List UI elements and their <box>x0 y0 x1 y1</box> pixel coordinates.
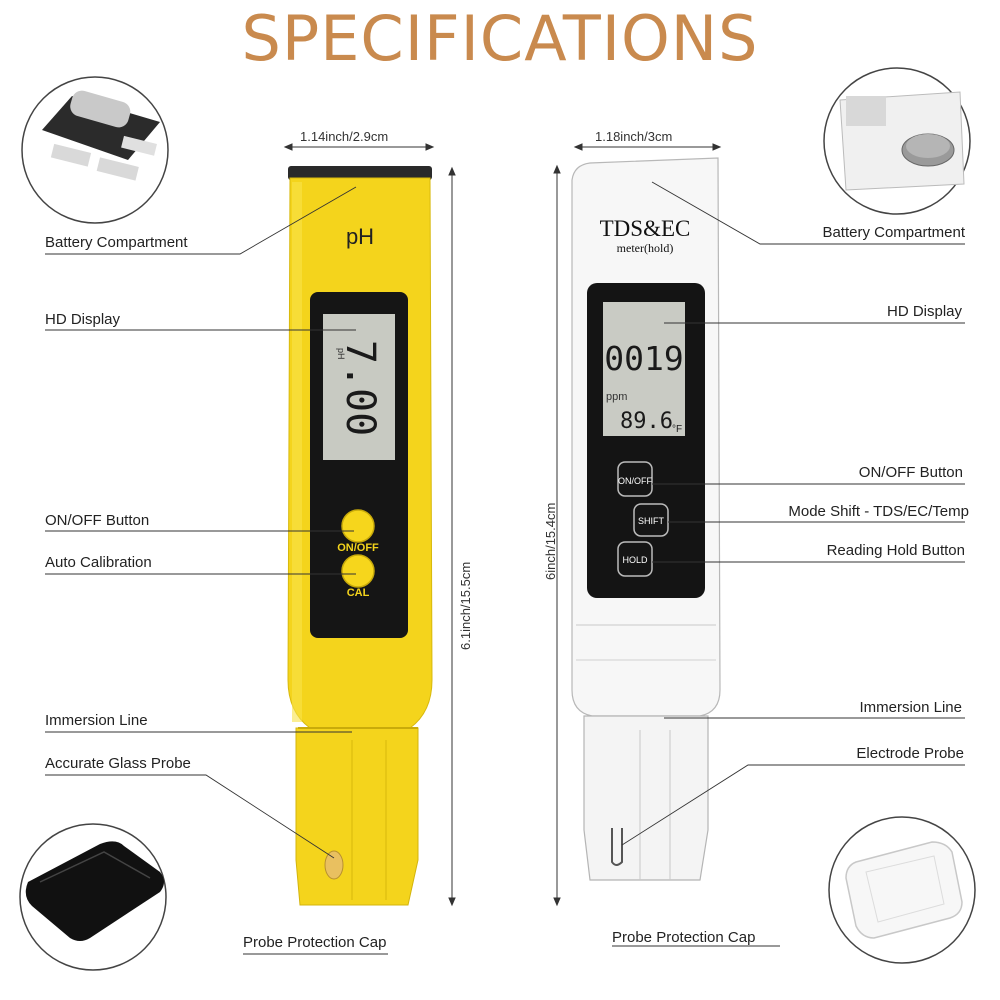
battery-compartment-inset <box>823 67 971 215</box>
tds-lcd-temp-unit: °F <box>672 424 682 435</box>
tds-shift-button-label: SHIFT <box>638 516 665 526</box>
tds-width-label: 1.18inch/3cm <box>595 129 673 144</box>
callout-ph-cap: Probe Protection Cap <box>243 934 387 951</box>
tds-hold-button-label: HOLD <box>622 555 648 565</box>
tds-height-label: 6inch/15.4cm <box>543 502 558 580</box>
callout-ph-onoff: ON/OFF Button <box>45 512 150 529</box>
tds-onoff-button[interactable] <box>617 461 653 497</box>
callout-tds-probe: Electrode Probe <box>856 745 964 762</box>
callout-tds-cap: Probe Protection Cap <box>612 929 756 946</box>
callout-ph-immersion: Immersion Line <box>45 712 148 729</box>
tds-lcd-reading: 0019 <box>604 339 683 378</box>
callout-tds-battery: Battery Compartment <box>822 224 965 241</box>
ph-onoff-button-label: ON/OFF <box>337 542 379 554</box>
battery-contacts-inset <box>21 76 169 224</box>
callout-tds-mode: Mode Shift - TDS/EC/Temp <box>788 503 969 520</box>
leader-lines <box>45 181 965 955</box>
tds-hold-button[interactable] <box>617 541 653 577</box>
callout-ph-calibration: Auto Calibration <box>45 554 152 571</box>
page-title: SPECIFICATIONS <box>241 2 759 75</box>
callout-ph-battery: Battery Compartment <box>45 234 188 251</box>
black-cap-inset <box>19 823 167 971</box>
tds-probe-cap-section <box>583 715 709 881</box>
callout-tds-hold: Reading Hold Button <box>826 542 965 559</box>
ph-probe-cap-section <box>295 727 419 906</box>
tds-electrode <box>611 828 623 866</box>
tds-lcd-temp: 89.6 <box>620 409 673 434</box>
ph-lcd-reading: 7.00 <box>337 340 383 436</box>
dimension-lines <box>283 143 722 907</box>
tds-device-label: TDS&EC <box>600 216 691 241</box>
ph-cal-button[interactable] <box>341 554 375 588</box>
tds-device-sublabel: meter(hold) <box>617 241 674 255</box>
ph-glass-probe <box>324 850 344 880</box>
tds-onoff-button-label: ON/OFF <box>618 476 652 486</box>
callout-ph-display: HD Display <box>45 311 121 328</box>
ph-lcd-unit: pH <box>336 348 346 360</box>
ph-meter: 7.00 pH ON/OFF CAL pH <box>287 166 433 906</box>
ph-lcd <box>323 314 395 460</box>
tds-meter: TDS&EC meter(hold) 0019 ppm 89.6 °F ON/O… <box>571 157 721 881</box>
clear-cap-inset <box>828 816 976 964</box>
callout-tds-immersion: Immersion Line <box>859 699 962 716</box>
callout-tds-onoff: ON/OFF Button <box>858 464 963 481</box>
ph-battery-cap-top <box>288 166 432 180</box>
tds-lcd <box>603 302 685 436</box>
ph-cal-button-label: CAL <box>347 587 370 599</box>
ph-width-label: 1.14inch/2.9cm <box>300 129 389 144</box>
tds-shift-button[interactable] <box>633 503 669 537</box>
ph-onoff-button[interactable] <box>341 509 375 543</box>
callout-tds-display: HD Display <box>886 303 962 320</box>
tds-lcd-unit: ppm <box>606 391 627 403</box>
ph-device-label: pH <box>346 224 374 249</box>
ph-height-label: 6.1inch/15.5cm <box>458 561 473 650</box>
callout-ph-probe: Accurate Glass Probe <box>45 755 191 772</box>
